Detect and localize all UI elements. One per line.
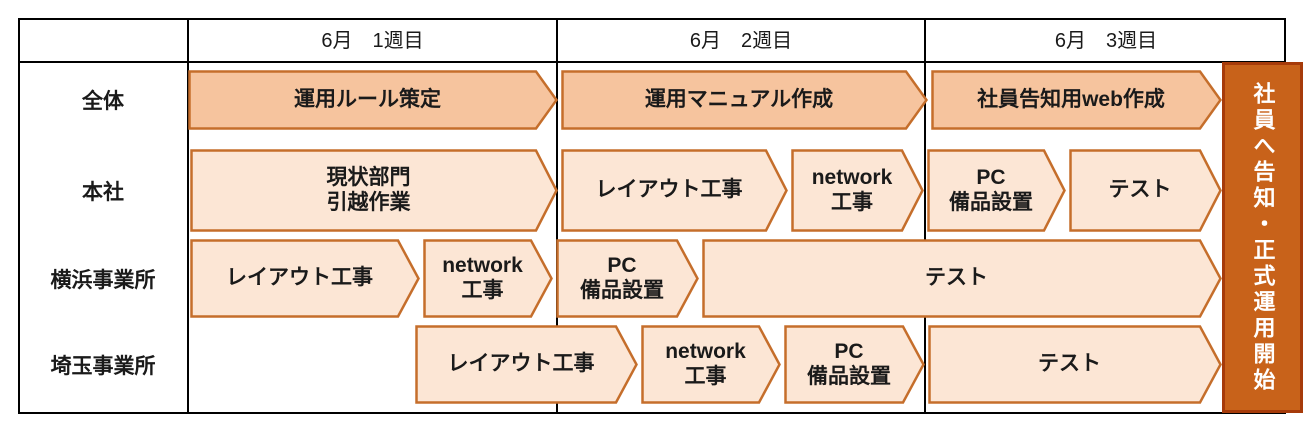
task-bar (702, 239, 1222, 318)
task-bar (928, 325, 1222, 404)
task-bar (784, 325, 925, 404)
header-divider (18, 61, 1286, 63)
milestone-text: 社員へ告知・正式運用開始 (1250, 81, 1276, 394)
task-bar (1069, 149, 1222, 232)
task-bar (931, 70, 1222, 130)
task-bar (190, 149, 558, 232)
task-bar (423, 239, 553, 318)
task-bar (927, 149, 1066, 232)
task-bar (556, 239, 699, 318)
row-label: 全体 (82, 90, 124, 113)
header-week-3: 6月 3週目 (1054, 30, 1158, 52)
column-divider (924, 18, 926, 414)
row-label: 埼玉事業所 (50, 354, 156, 378)
task-bar (415, 325, 638, 404)
task-bar (561, 149, 788, 232)
task-bar (188, 70, 558, 130)
header-week-1: 6月 1週目 (321, 30, 424, 52)
row-label: 本社 (82, 180, 124, 204)
milestone-banner: 社員へ告知・正式運用開始 (1222, 62, 1303, 413)
task-bar (791, 149, 924, 232)
task-bar (641, 325, 781, 404)
column-divider (187, 18, 189, 414)
row-label: 横浜事業所 (50, 268, 156, 292)
column-divider (556, 18, 558, 414)
task-bar (190, 239, 420, 318)
task-bar (561, 70, 928, 130)
header-week-2: 6月 2週目 (689, 30, 793, 52)
